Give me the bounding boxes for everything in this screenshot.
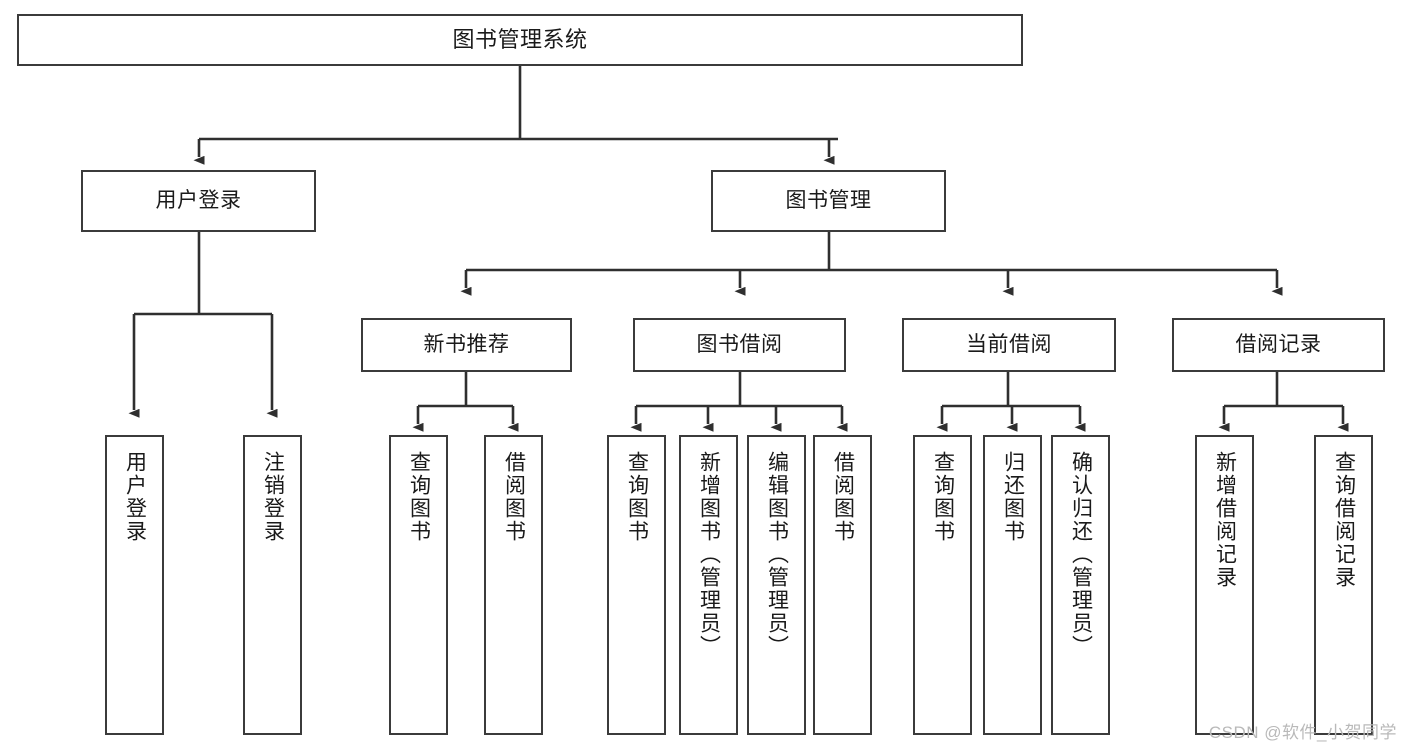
node-leaf-logout-login[interactable]: 注销登录 bbox=[243, 435, 302, 735]
node-leaf-borrow-book-2-label: 借阅图书 bbox=[831, 451, 855, 543]
node-leaf-query-book-1-label: 查询图书 bbox=[407, 451, 431, 543]
node-leaf-edit-book[interactable]: 编辑图书（管理员） bbox=[747, 435, 806, 735]
node-leaf-user-login[interactable]: 用户登录 bbox=[105, 435, 164, 735]
node-leaf-logout-login-label: 注销登录 bbox=[261, 451, 285, 543]
node-leaf-edit-book-label: 编辑图书（管理员） bbox=[765, 451, 789, 658]
node-leaf-query-book-3[interactable]: 查询图书 bbox=[913, 435, 972, 735]
node-leaf-query-record[interactable]: 查询借阅记录 bbox=[1314, 435, 1373, 735]
node-leaf-query-record-label: 查询借阅记录 bbox=[1332, 451, 1356, 589]
node-leaf-return-book-label: 归还图书 bbox=[1001, 451, 1025, 543]
node-leaf-confirm-return[interactable]: 确认归还（管理员） bbox=[1051, 435, 1110, 735]
node-borrow-record-label: 借阅记录 bbox=[1235, 332, 1322, 356]
node-leaf-return-book[interactable]: 归还图书 bbox=[983, 435, 1042, 735]
node-user-login-label: 用户登录 bbox=[155, 188, 242, 212]
node-root-label: 图书管理系统 bbox=[452, 27, 588, 53]
node-leaf-add-book-label: 新增图书（管理员） bbox=[697, 451, 721, 658]
node-leaf-add-record-label: 新增借阅记录 bbox=[1213, 451, 1237, 589]
node-borrow-record[interactable]: 借阅记录 bbox=[1172, 318, 1385, 372]
watermark-text: CSDN @软件_小贺同学 bbox=[1208, 723, 1397, 742]
node-book-management[interactable]: 图书管理 bbox=[711, 170, 946, 232]
node-leaf-confirm-return-label: 确认归还（管理员） bbox=[1069, 451, 1093, 658]
node-root[interactable]: 图书管理系统 bbox=[17, 14, 1023, 66]
node-leaf-query-book-2-label: 查询图书 bbox=[625, 451, 649, 543]
node-book-borrow-label: 图书借阅 bbox=[696, 332, 783, 356]
node-book-borrow[interactable]: 图书借阅 bbox=[633, 318, 846, 372]
node-current-borrow-label: 当前借阅 bbox=[966, 332, 1052, 356]
node-leaf-add-book[interactable]: 新增图书（管理员） bbox=[679, 435, 738, 735]
node-leaf-user-login-label: 用户登录 bbox=[123, 451, 147, 543]
node-leaf-borrow-book-2[interactable]: 借阅图书 bbox=[813, 435, 872, 735]
node-current-borrow[interactable]: 当前借阅 bbox=[902, 318, 1116, 372]
node-leaf-borrow-book-1-label: 借阅图书 bbox=[502, 451, 526, 543]
node-leaf-query-book-1[interactable]: 查询图书 bbox=[389, 435, 448, 735]
node-leaf-query-book-2[interactable]: 查询图书 bbox=[607, 435, 666, 735]
node-new-book-recommend-label: 新书推荐 bbox=[423, 332, 510, 356]
node-leaf-borrow-book-1[interactable]: 借阅图书 bbox=[484, 435, 543, 735]
node-leaf-query-book-3-label: 查询图书 bbox=[931, 451, 955, 543]
node-book-management-label: 图书管理 bbox=[785, 188, 872, 212]
node-leaf-add-record[interactable]: 新增借阅记录 bbox=[1195, 435, 1254, 735]
node-user-login[interactable]: 用户登录 bbox=[81, 170, 316, 232]
node-new-book-recommend[interactable]: 新书推荐 bbox=[361, 318, 572, 372]
